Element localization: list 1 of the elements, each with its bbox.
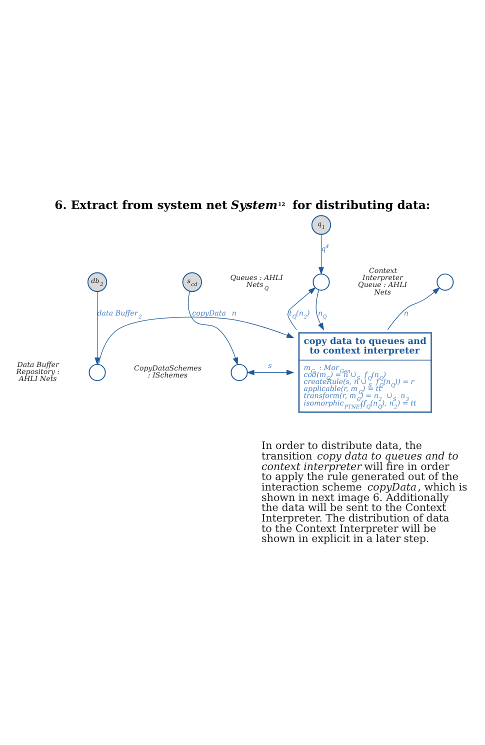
caption: In order to distribute data, the transition copy data to queues and to context interpreter will fire in order to apply the rule generated out of the interaction scheme copyData, which is shown in next image 6. Additionally the data will be sent to the Context Interpreter. The distribution of data to the Context Interpreter will be shown in explicit in a later step. xyxy=(262,440,468,546)
